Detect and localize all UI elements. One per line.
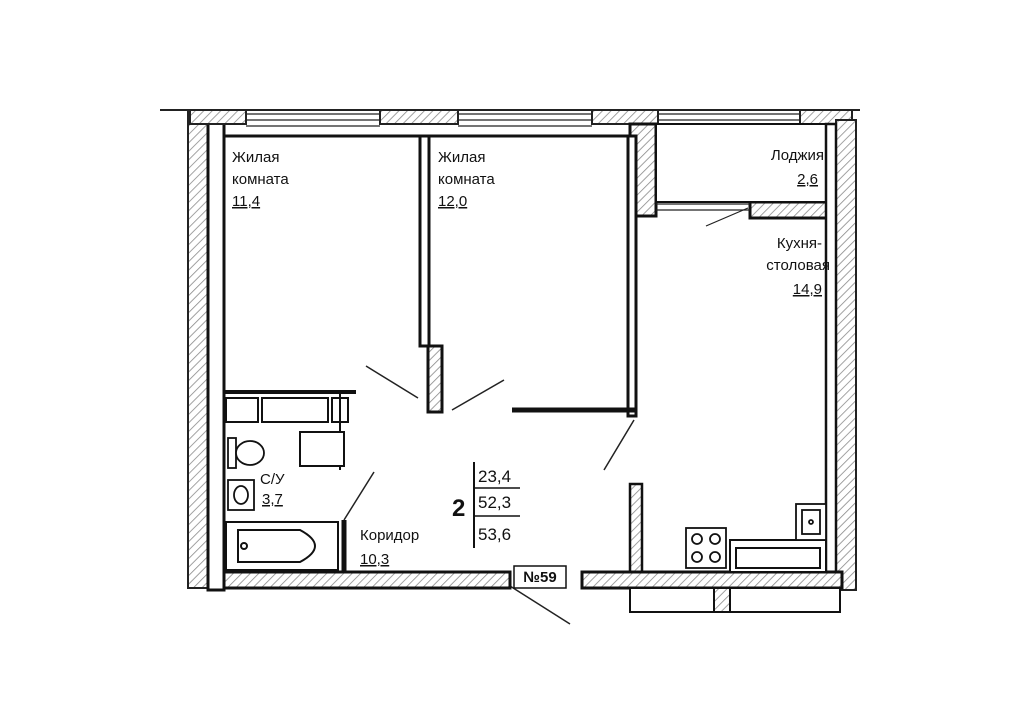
entry-door-swing [509,585,571,625]
closet [225,392,349,470]
living-area: 23,4 [478,467,511,486]
window-loggia [658,113,800,121]
corridor-area: 10,3 [360,551,389,568]
rooms-count: 2 [452,495,465,522]
bathtub-icon [225,521,339,571]
window-room1 [246,113,380,127]
stove-icon [685,527,727,569]
partition-stub [426,344,444,414]
kitchen-name-line2: столовая [766,257,830,274]
right-outer-wall [835,119,857,591]
room1-name-line1: Жилая [232,149,279,166]
right-inner-wall [824,122,838,596]
bath-area: 3,7 [262,491,283,508]
room2-name-line2: комната [438,171,495,188]
kitchen-area: 14,9 [793,281,822,298]
left-inner-wall [206,118,226,592]
total-area-with-loggia: 53,6 [478,525,511,544]
kitchen-name-line1: Кухня- [777,235,822,252]
room2-name-line1: Жилая [438,149,485,166]
kitchen-wall-lower [628,482,644,576]
apartment-number-box [513,565,567,589]
apartment-number: №59 [523,569,556,586]
bottom-wall-right [580,570,844,590]
loggia-door [656,203,750,227]
bottom-wall-left [222,570,512,590]
bottom-niche-block [713,587,731,613]
kitchen-counter [729,539,827,573]
total-area: 52,3 [478,493,511,512]
loggia-area: 2,6 [797,171,818,188]
room2-area: 12,0 [438,193,467,210]
loggia-name: Лоджия [771,147,824,164]
room1-area: 11,4 [232,193,260,210]
room2-door-swing [451,379,505,411]
left-outer-wall [187,109,209,589]
bath-name: С/У [260,471,285,488]
loggia-wall-bottom [748,200,838,220]
sink-icon [227,479,255,511]
kitchen-door-swing [603,419,635,471]
window-room2 [458,113,592,127]
corridor-name: Коридор [360,527,419,544]
top-wall-pier-right [591,109,659,125]
top-wall-pier-left [189,109,247,125]
bath-door-swing [343,471,375,521]
bottom-niche [629,587,841,613]
partition-kitchen [626,134,638,418]
top-wall-pier-mid [379,109,459,125]
toilet-icon [227,437,265,469]
room1-door-swing [365,365,419,399]
partition-rooms [418,134,431,348]
kitchen-sink-icon [795,503,827,541]
room1-name-line2: комната [232,171,289,188]
